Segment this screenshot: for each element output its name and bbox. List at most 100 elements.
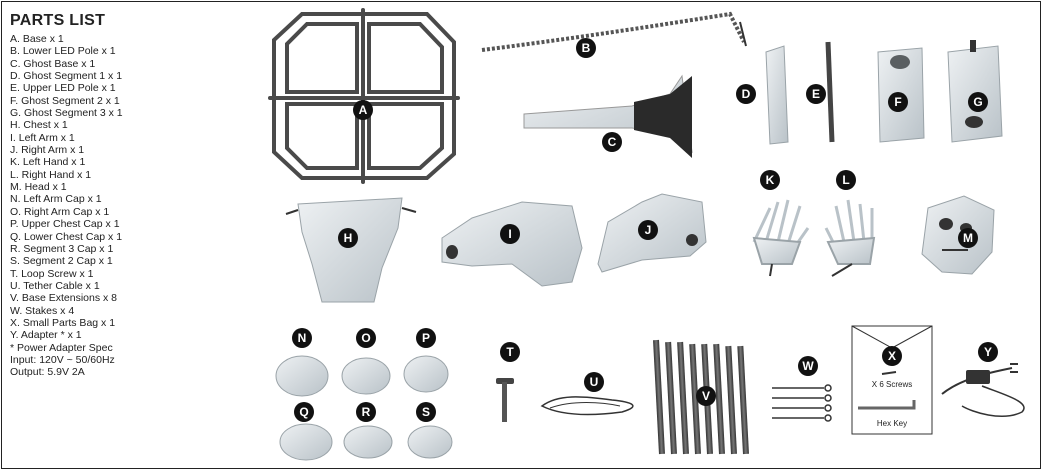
- part-f: F. Ghost Segment 2 x 1: [10, 94, 120, 107]
- left-arm-cap-image: [275, 355, 329, 397]
- tether-cable-image: [540, 396, 634, 416]
- badge-y: Y: [978, 342, 998, 362]
- svg-text:S: S: [422, 405, 430, 419]
- badge-c: C: [602, 132, 622, 152]
- badge-j: J: [638, 220, 658, 240]
- badge-t: T: [500, 342, 520, 362]
- svg-text:B: B: [582, 41, 591, 55]
- badge-x: X: [882, 346, 902, 366]
- part-x: X. Small Parts Bag x 1: [10, 316, 116, 329]
- part-p: P. Upper Chest Cap x 1: [10, 218, 120, 231]
- base-frame-image: [268, 8, 460, 184]
- badge-u: U: [584, 372, 604, 392]
- part-u: U. Tether Cable x 1: [10, 279, 100, 292]
- adapter-note: * Power Adapter Spec: [10, 341, 113, 354]
- parts-list-items: A. Base x 1 B. Lower LED Pole x 1 C. Gho…: [10, 33, 210, 342]
- svg-text:R: R: [362, 405, 371, 419]
- stakes-image: [772, 384, 832, 422]
- lower-chest-cap-image: [279, 423, 333, 461]
- part-q: Q. Lower Chest Cap x 1: [10, 230, 123, 243]
- badge-i: I: [500, 224, 520, 244]
- bag-screws-text: X 6 Screws: [872, 380, 912, 389]
- svg-text:O: O: [361, 331, 370, 345]
- svg-text:Q: Q: [299, 405, 308, 419]
- loop-screw-image: [496, 378, 514, 422]
- part-r: R. Segment 3 Cap x 1: [10, 242, 114, 255]
- svg-text:L: L: [842, 173, 849, 187]
- badge-s: S: [416, 402, 436, 422]
- svg-text:D: D: [742, 87, 751, 101]
- badge-w: W: [798, 356, 818, 376]
- ghost-segment-3-image: [947, 40, 1003, 143]
- badge-f: F: [888, 92, 908, 112]
- parts-list-title: PARTS LIST: [10, 12, 106, 29]
- part-o: O. Right Arm Cap x 1: [10, 205, 110, 218]
- part-v: V. Base Extensions x 8: [10, 292, 118, 305]
- part-e: E. Upper LED Pole x 1: [10, 82, 116, 95]
- svg-text:K: K: [766, 173, 775, 187]
- badge-a: A: [353, 100, 373, 120]
- part-a: A. Base x 1: [10, 33, 64, 45]
- badge-m: M: [958, 228, 978, 248]
- svg-text:F: F: [894, 95, 901, 109]
- badge-d: D: [736, 84, 756, 104]
- bag-hexkey-text: Hex Key: [877, 419, 907, 428]
- head-image: [921, 195, 995, 275]
- part-y: Y. Adapter * x 1: [10, 329, 82, 342]
- lower-led-pole-image: [481, 11, 747, 52]
- badge-v: V: [696, 386, 716, 406]
- part-w: W. Stakes x 4: [10, 304, 75, 317]
- svg-text:V: V: [702, 389, 710, 403]
- badge-q: Q: [294, 402, 314, 422]
- part-g: G. Ghost Segment 3 x 1: [10, 107, 123, 120]
- badge-b: B: [576, 38, 596, 58]
- base-extensions-image: [653, 339, 749, 455]
- part-d: D. Ghost Segment 1 x 1: [10, 70, 123, 83]
- part-i: I. Left Arm x 1: [10, 131, 75, 144]
- badge-o: O: [356, 328, 376, 348]
- parts-list: PARTS LIST A. Base x 1 B. Lower LED Pole…: [10, 12, 210, 379]
- part-m: M. Head x 1: [10, 181, 67, 194]
- svg-text:E: E: [812, 87, 820, 101]
- svg-text:N: N: [298, 331, 307, 345]
- badge-h: H: [338, 228, 358, 248]
- part-k: K. Left Hand x 1: [10, 156, 86, 169]
- svg-text:A: A: [359, 103, 368, 117]
- left-arm-image: [441, 201, 583, 287]
- badge-n: N: [292, 328, 312, 348]
- svg-text:M: M: [963, 231, 973, 245]
- part-s: S. Segment 2 Cap x 1: [10, 255, 113, 268]
- svg-text:I: I: [508, 227, 511, 241]
- part-c: C. Ghost Base x 1: [10, 57, 96, 70]
- ghost-segment-1-image: [765, 45, 789, 145]
- svg-text:G: G: [973, 95, 982, 109]
- badge-l: L: [836, 170, 856, 190]
- svg-text:P: P: [422, 331, 430, 345]
- part-t: T. Loop Screw x 1: [10, 267, 94, 280]
- svg-text:X: X: [888, 349, 896, 363]
- upper-led-pole-image: [825, 41, 835, 143]
- right-hand-image: [824, 199, 876, 277]
- output-spec: Output: 5.9V 2A: [10, 366, 85, 379]
- segment-3-cap-image: [343, 425, 393, 459]
- svg-text:C: C: [608, 135, 617, 149]
- svg-text:U: U: [590, 375, 599, 389]
- svg-text:Y: Y: [984, 345, 992, 359]
- svg-text:J: J: [645, 223, 652, 237]
- chest-image: [285, 197, 417, 303]
- ghost-base-image: [523, 74, 693, 158]
- segment-2-cap-image: [407, 425, 453, 459]
- part-n: N. Left Arm Cap x 1: [10, 193, 102, 206]
- left-hand-image: [752, 199, 810, 277]
- badge-p: P: [416, 328, 436, 348]
- right-arm-cap-image: [341, 357, 391, 395]
- part-j: J. Right Arm x 1: [10, 144, 85, 157]
- part-b: B. Lower LED Pole x 1: [10, 45, 116, 58]
- svg-text:W: W: [802, 359, 814, 373]
- badge-e: E: [806, 84, 826, 104]
- badge-k: K: [760, 170, 780, 190]
- part-h: H. Chest x 1: [10, 119, 68, 132]
- part-l: L. Right Hand x 1: [10, 168, 92, 181]
